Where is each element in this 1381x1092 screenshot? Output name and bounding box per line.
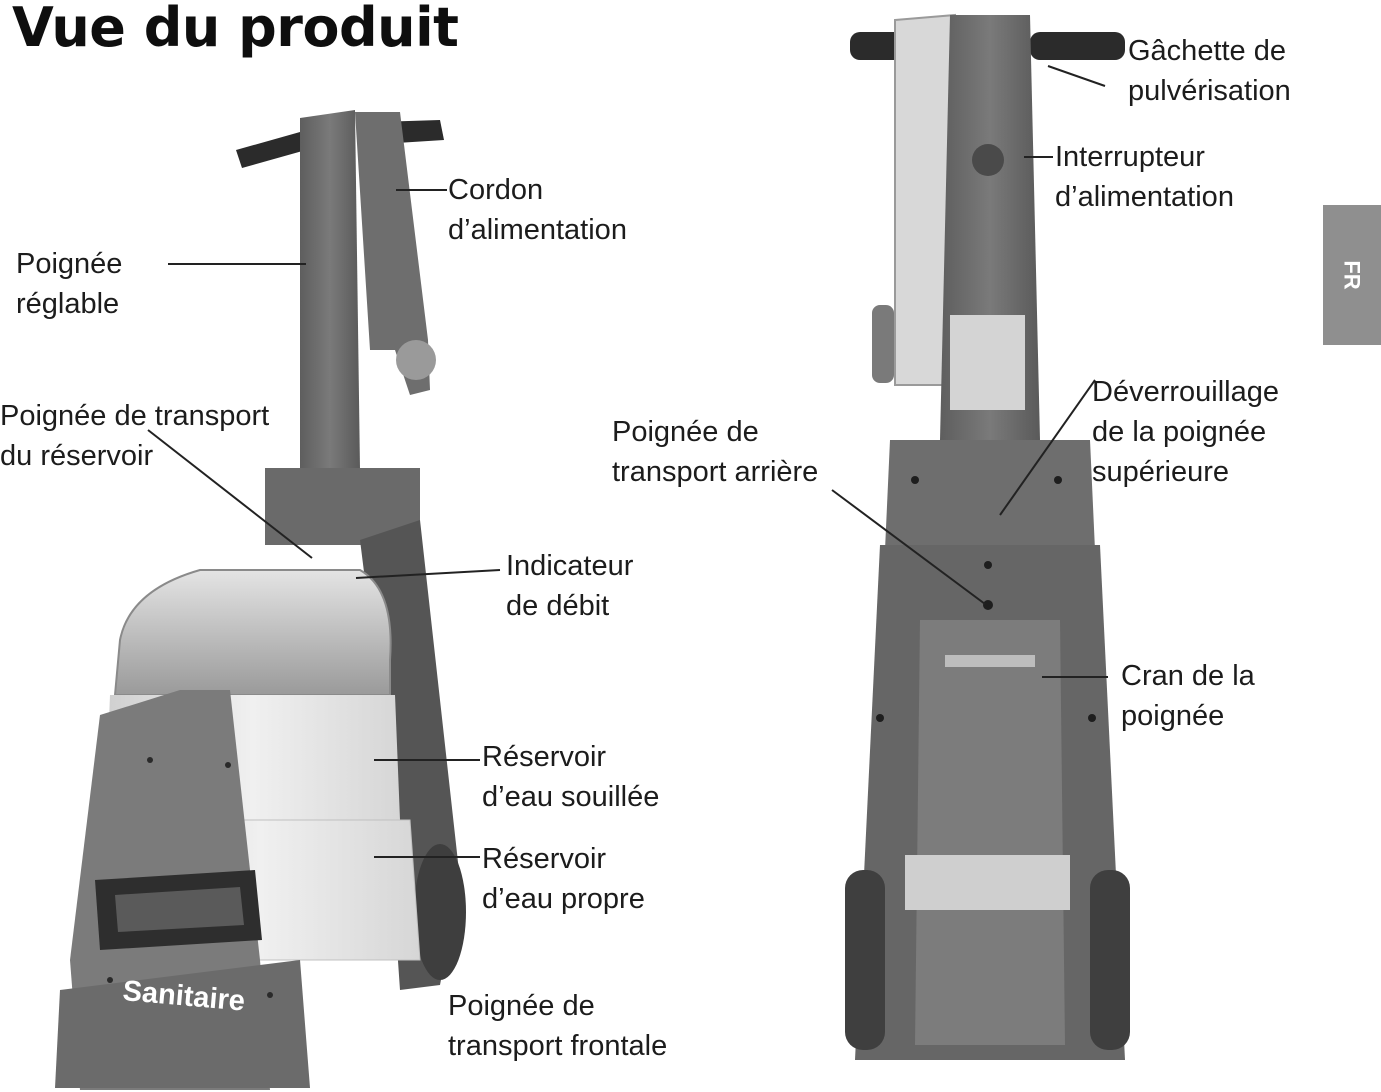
label-dirty-water-tank: Réservoir d’eau souillée	[482, 737, 659, 817]
label-flow-indicator: Indicateur de débit	[506, 546, 633, 626]
front-handle-collar	[265, 468, 420, 545]
label-handle-notch: Cran de la poignée	[1121, 656, 1255, 736]
leader-tank-carry-handle	[147, 429, 313, 559]
front-handle-column	[300, 110, 360, 475]
front-clear-hood	[113, 569, 392, 696]
label-line: poignée	[1121, 700, 1225, 732]
label-adjustable-handle: Poignée réglable	[16, 244, 122, 324]
label-line: du réservoir	[0, 440, 154, 472]
label-line: Poignée	[16, 248, 123, 280]
leader-spray-trigger	[1047, 65, 1106, 87]
label-line: Poignée de	[448, 990, 595, 1022]
label-line: de la poignée	[1092, 416, 1267, 448]
label-rear-carry-handle: Poignée de transport arrière	[612, 412, 818, 492]
rear-handle-notch-label	[945, 655, 1035, 667]
label-power-cord: Cordon d’alimentation	[448, 170, 627, 250]
leader-lines	[147, 65, 1108, 858]
label-line: pulvérisation	[1128, 75, 1291, 107]
front-rivet	[107, 977, 113, 983]
front-rivet	[267, 992, 273, 998]
rear-rivet	[984, 561, 992, 569]
label-line: d’eau propre	[482, 883, 645, 915]
label-front-carry-handle: Poignée de transport frontale	[448, 986, 667, 1066]
rear-tank-recess	[915, 620, 1065, 1045]
leader-rear-carry-handle	[831, 489, 986, 605]
label-line: Poignée de transport	[0, 400, 270, 432]
language-tab: FR	[1323, 205, 1381, 345]
rear-wheel-left	[845, 870, 885, 1050]
front-carry-handle-grip	[115, 887, 244, 932]
label-line: Indicateur	[506, 550, 634, 582]
label-line: supérieure	[1092, 456, 1230, 488]
front-machine: Sanitaire	[55, 110, 466, 1090]
rear-warning-label	[950, 315, 1025, 410]
rear-rivet	[876, 714, 884, 722]
label-spray-trigger: Gâchette de pulvérisation	[1128, 31, 1291, 111]
rear-rivet	[983, 600, 993, 610]
rear-instruction-label	[905, 855, 1070, 910]
label-line: Déverrouillage	[1092, 376, 1279, 408]
label-line: Cordon	[448, 174, 544, 206]
label-line: transport frontale	[448, 1030, 668, 1062]
rear-rivet	[1054, 476, 1062, 484]
label-line: Gâchette de	[1128, 35, 1286, 67]
label-line: transport arrière	[612, 456, 819, 488]
front-rivet	[225, 762, 231, 768]
front-handle-grip-left	[236, 132, 306, 168]
label-line: d’alimentation	[448, 214, 627, 246]
front-power-cord-wrap	[355, 112, 430, 395]
rear-rivet	[911, 476, 919, 484]
leader-upper-handle-release	[999, 379, 1096, 516]
leader-flow-indicator	[355, 569, 501, 579]
label-line: Réservoir	[482, 741, 607, 773]
page-title: Vue du produit	[12, 0, 459, 59]
rear-rivet	[1088, 714, 1096, 722]
label-line: d’alimentation	[1055, 181, 1234, 213]
front-base	[55, 960, 310, 1088]
label-line: réglable	[16, 288, 120, 320]
front-cord-hook	[396, 340, 436, 380]
rear-machine	[845, 13, 1130, 1060]
label-line: Interrupteur	[1055, 141, 1205, 173]
front-wheel	[414, 844, 466, 980]
label-upper-handle-release: Déverrouillage de la poignée supérieure	[1092, 372, 1279, 492]
front-rivet	[147, 757, 153, 763]
label-line: Réservoir	[482, 843, 607, 875]
rear-cord-hook	[872, 305, 894, 383]
label-line: de débit	[506, 590, 610, 622]
label-line: Poignée de	[612, 416, 759, 448]
rear-handle-grip-right	[1030, 32, 1125, 60]
label-power-switch: Interrupteur d’alimentation	[1055, 137, 1234, 217]
label-line: d’eau souillée	[482, 781, 660, 813]
rear-power-switch-shape	[972, 144, 1004, 176]
label-tank-carry-handle: Poignée de transport du réservoir	[0, 396, 269, 476]
label-clean-water-tank: Réservoir d’eau propre	[482, 839, 645, 919]
rear-handle-hinge	[885, 440, 1095, 550]
label-line: Cran de la	[1121, 660, 1255, 692]
rear-wheel-right	[1090, 870, 1130, 1050]
